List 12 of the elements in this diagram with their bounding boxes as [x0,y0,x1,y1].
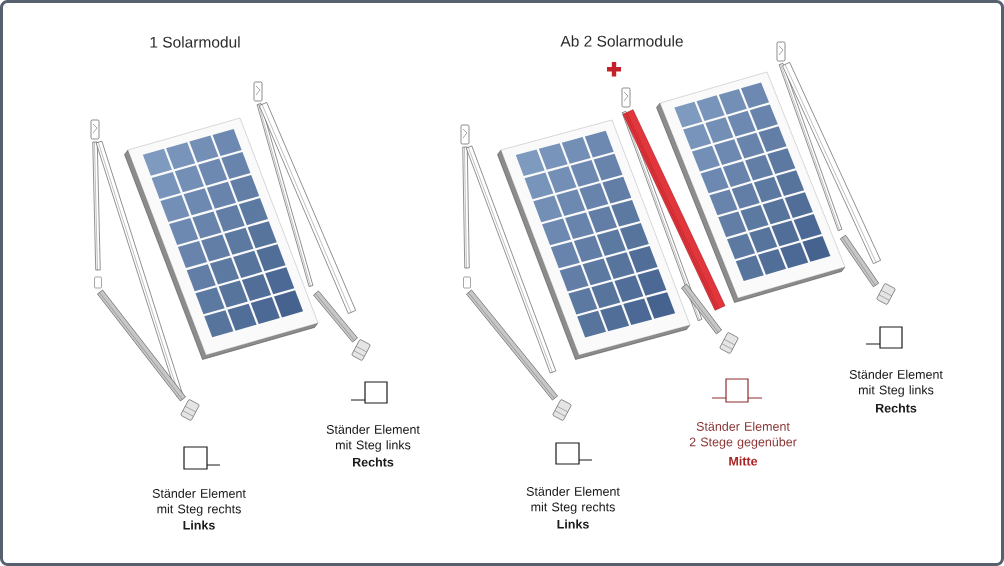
caption-text: Ständer Element mit Steg links [326,424,420,452]
caption-text: Ständer Element mit Steg rechts [526,486,620,514]
section-heading: 1 Solarmodul [150,36,240,48]
position-label: Rechts [353,457,394,467]
position-label: Mitte [729,456,758,466]
caption-text: Ständer Element mit Steg rechts [152,488,246,516]
caption-text: Ständer Element 2 Stege gegenüber [689,421,797,449]
section-heading: Ab 2 Solarmodule [560,35,683,47]
position-label: Links [183,520,215,530]
position-label: Rechts [876,403,917,413]
caption-text: Ständer Element mit Steg links [849,369,943,397]
position-label: Links [557,519,589,529]
